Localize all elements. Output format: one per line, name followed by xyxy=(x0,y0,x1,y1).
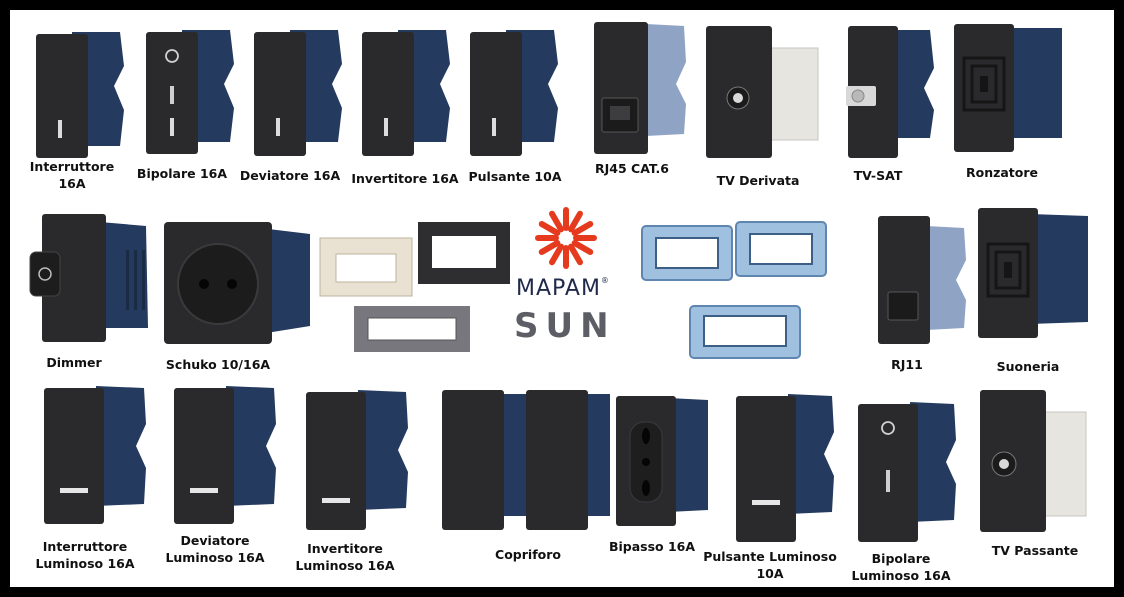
mounting-frame-icon xyxy=(689,305,801,359)
product-label: TV Passante xyxy=(991,543,1079,558)
bipolar-switch-icon xyxy=(146,30,234,154)
registered-mark: ® xyxy=(600,276,610,285)
bipolar-switch-icon xyxy=(858,402,956,542)
brand-name-text: MAPAM xyxy=(516,276,601,301)
grille-sounder-icon xyxy=(978,208,1088,338)
series-name: SUN xyxy=(514,306,616,346)
sat-socket-icon xyxy=(846,26,934,158)
product-label: Pulsante 10A xyxy=(468,169,562,184)
product-label: RJ11 xyxy=(891,357,923,372)
plate-icon xyxy=(354,306,470,352)
product-label: Interruttore Luminoso 16A xyxy=(35,539,135,571)
mounting-frame-icon xyxy=(735,221,827,277)
illuminated-switch-icon xyxy=(174,386,276,524)
product-label: Copriforo xyxy=(495,547,561,562)
product-label: Bipasso 16A xyxy=(608,539,696,554)
switch-module-icon xyxy=(470,30,558,156)
tv-socket-icon xyxy=(980,390,1087,532)
product-panel: Interruttore 16A Bipolare 16A Deviatore … xyxy=(10,10,1114,587)
tv-socket-icon xyxy=(706,26,819,158)
switch-module-icon xyxy=(36,32,124,158)
switch-module-icon xyxy=(362,30,450,156)
product-label: Invertitore Luminoso 16A xyxy=(295,541,395,573)
brand-name: MAPAM® xyxy=(516,276,610,301)
rj11-socket-icon xyxy=(878,216,966,344)
sunburst-logo-icon xyxy=(535,207,597,269)
product-label: Deviatore Luminoso 16A xyxy=(165,533,265,565)
product-label: Schuko 10/16A xyxy=(165,357,271,372)
product-label: Bipolare Luminoso 16A xyxy=(851,551,951,583)
product-label: Interruttore 16A xyxy=(29,159,115,191)
blank-cover-icon xyxy=(442,390,610,530)
product-label: TV-SAT xyxy=(853,168,903,183)
product-label: Dimmer xyxy=(46,355,102,370)
product-label: Deviatore 16A xyxy=(239,168,341,183)
product-label: RJ45 CAT.6 xyxy=(595,161,669,176)
product-label: Bipolare 16A xyxy=(136,166,228,181)
product-label: Invertitore 16A xyxy=(351,171,459,186)
illuminated-switch-icon xyxy=(306,390,408,530)
mounting-frame-icon xyxy=(641,225,733,281)
product-label: Ronzatore xyxy=(965,165,1039,180)
plate-icon xyxy=(418,222,510,284)
dimmer-knob-icon xyxy=(29,214,148,342)
product-label: Pulsante Luminoso 10A xyxy=(703,549,837,581)
product-label: Suoneria xyxy=(996,359,1060,374)
rj45-socket-icon xyxy=(594,22,686,154)
bipasso-socket-icon xyxy=(616,396,708,526)
illuminated-switch-icon xyxy=(44,386,146,524)
grille-sounder-icon xyxy=(954,24,1062,152)
schuko-socket-icon xyxy=(164,222,310,344)
plate-icon xyxy=(319,237,413,297)
illuminated-switch-icon xyxy=(736,394,834,542)
switch-module-icon xyxy=(254,30,342,156)
product-label: TV Derivata xyxy=(716,173,800,188)
